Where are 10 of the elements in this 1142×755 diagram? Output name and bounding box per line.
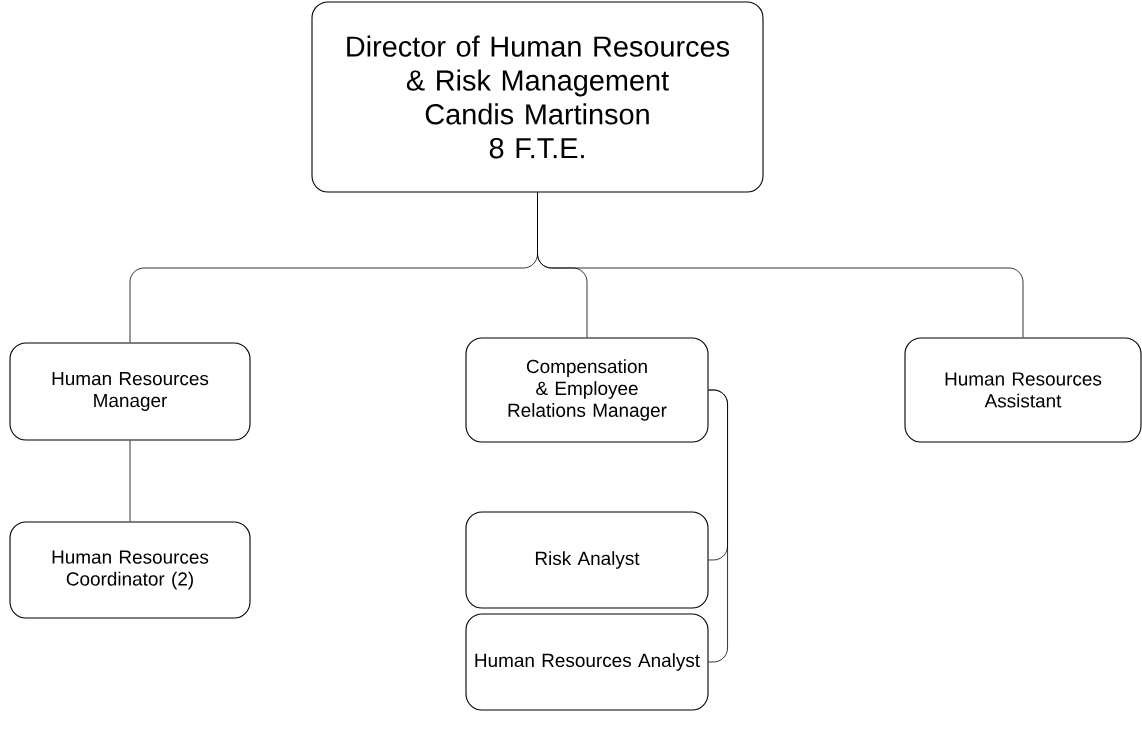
connector-line	[537, 192, 1024, 338]
org-box: Human Resources Coordinator (2)	[9, 521, 251, 619]
connector-line	[129, 440, 131, 522]
org-box: Director of Human Resources & Risk Management Candis Martinson 8 F.T.E.	[311, 1, 764, 193]
org-box: Human Resources Assistant	[904, 337, 1142, 443]
org-box: Human Resources Manager	[9, 342, 251, 441]
org-box: Human Resources Analyst	[465, 613, 709, 711]
org-box: Compensation & Employee Relations Manager	[465, 337, 709, 443]
connector-line	[708, 389, 728, 663]
org-box: Risk Analyst	[465, 511, 709, 609]
